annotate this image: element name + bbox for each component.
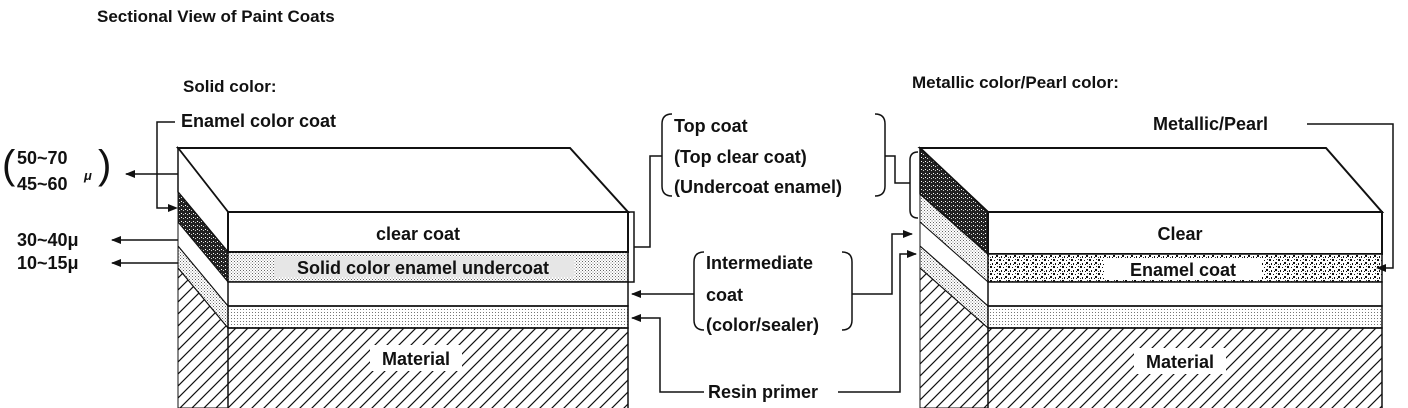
metallic-intermediate-layer [987, 281, 1383, 307]
thickness-paren-close: ) [98, 143, 111, 187]
solid-color-block: clear coat Solid color enamel undercoat … [2, 77, 631, 408]
thickness-mu: μ [83, 168, 92, 183]
metallic-pearl-leader [1307, 123, 1394, 269]
resin-primer-label: Resin primer [708, 382, 818, 402]
solid-material-label-bg [370, 345, 462, 371]
solid-side-material [177, 266, 229, 408]
enamel-color-coat-leader [156, 121, 175, 209]
solid-heading: Solid color: [183, 77, 277, 96]
intermediate-left-brace [693, 251, 705, 331]
metallic-primer-layer [987, 305, 1383, 329]
solid-top-face [175, 147, 631, 213]
metallic-enamel-label-bg [1104, 258, 1262, 280]
metallic-clear-label: Clear [1157, 224, 1202, 244]
intermediate-right-brace [841, 251, 853, 331]
metallic-side-material [919, 266, 989, 408]
metallic-pearl-arrowhead [1376, 264, 1386, 272]
diagram-title: Sectional View of Paint Coats [97, 7, 335, 26]
metallic-heading: Metallic color/Pearl color: [912, 73, 1119, 92]
solid-undercoat-label-bg [274, 257, 574, 277]
enamel-color-coat-arrowhead [168, 204, 178, 212]
coat-label: coat [706, 285, 743, 305]
metallic-pearl-label: Metallic/Pearl [1153, 114, 1268, 134]
solid-primer-layer [227, 305, 629, 329]
top-clear-coat-label: (Top clear coat) [674, 147, 807, 167]
color-sealer-label: (color/sealer) [706, 315, 819, 335]
resin-primer-arrow-right [838, 250, 917, 393]
solid-undercoat-label: Solid color enamel undercoat [297, 258, 549, 278]
top-coat-left-leader [634, 155, 662, 248]
top-coat-left-brace [661, 113, 673, 197]
resin-primer-arrow-left [631, 314, 704, 393]
metallic-material-label-bg [1134, 348, 1226, 374]
center-labels: Top coat (Top clear coat) (Undercoat ena… [628, 113, 917, 402]
metallic-enamel-label: Enamel coat [1130, 260, 1236, 280]
solid-clear-layer [227, 211, 629, 253]
intermediate-arrow-right [852, 230, 913, 295]
top-coat-right-leader [885, 155, 910, 184]
metallic-color-block: Clear Enamel coat Material Metallic colo… [909, 73, 1394, 408]
thickness-paren-open: ( [2, 143, 16, 187]
thickness-label-b: 45~60 [17, 174, 68, 194]
thickness-label-c: 30~40μ [17, 230, 79, 250]
thickness-label-d: 10~15μ [17, 253, 79, 273]
top-coat-right-brace [874, 113, 886, 197]
solid-intermediate-layer [227, 281, 629, 307]
metallic-top-coat-brace [909, 151, 919, 219]
solid-clear-coat-label: clear coat [376, 224, 460, 244]
thickness-label-a: 50~70 [17, 148, 68, 168]
undercoat-enamel-label: (Undercoat enamel) [674, 177, 842, 197]
top-coat-label: Top coat [674, 116, 748, 136]
intermediate-label: Intermediate [706, 253, 813, 273]
enamel-color-coat-label: Enamel color coat [181, 111, 336, 131]
solid-material-label: Material [382, 349, 450, 369]
metallic-material-label: Material [1146, 352, 1214, 372]
metallic-top-face [917, 147, 1385, 213]
